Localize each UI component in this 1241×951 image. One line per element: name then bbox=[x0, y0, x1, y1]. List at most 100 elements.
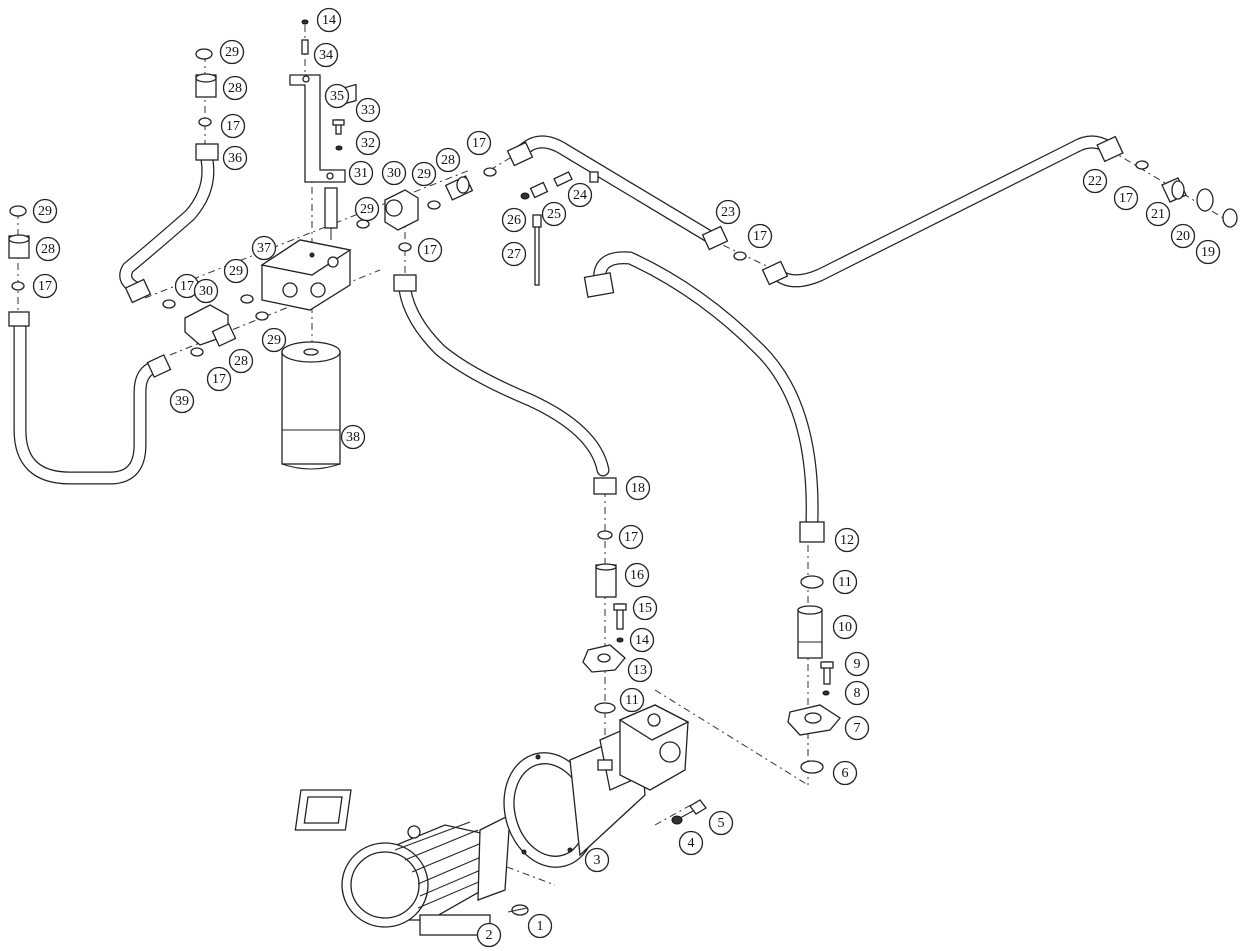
callout-circle bbox=[832, 760, 858, 786]
callout-18: 18 bbox=[625, 475, 651, 501]
nut-hose-18-top bbox=[393, 274, 417, 292]
callout-number: 7 bbox=[854, 721, 861, 736]
callout-circle bbox=[340, 424, 366, 450]
callout-32: 32 bbox=[355, 130, 381, 156]
callout-circle bbox=[222, 145, 248, 171]
callout-number: 34 bbox=[319, 48, 333, 63]
flange-7 bbox=[787, 704, 841, 736]
callout-circle bbox=[220, 113, 246, 139]
callout-29: 29 bbox=[354, 196, 380, 222]
filter-block-37 bbox=[260, 239, 352, 311]
callout-29: 29 bbox=[219, 39, 245, 65]
callout-number: 23 bbox=[721, 205, 735, 220]
callout-8: 8 bbox=[844, 680, 870, 706]
callout-number: 3 bbox=[594, 853, 601, 868]
oring-11b bbox=[800, 575, 824, 589]
oring-group bbox=[9, 48, 1149, 357]
oring-19 bbox=[1222, 208, 1238, 228]
adapter-10 bbox=[797, 605, 823, 659]
callout-24: 24 bbox=[567, 182, 593, 208]
callout-circle bbox=[417, 237, 443, 263]
callout-7: 7 bbox=[844, 715, 870, 741]
hose-left-loop bbox=[13, 311, 167, 485]
callout-14: 14 bbox=[629, 627, 655, 653]
callout-25: 25 bbox=[541, 201, 567, 227]
callout-number: 17 bbox=[180, 279, 194, 294]
callout-number: 1 bbox=[537, 919, 544, 934]
callout-29: 29 bbox=[32, 198, 58, 224]
callout-12: 12 bbox=[834, 527, 860, 553]
callout-number: 30 bbox=[387, 166, 401, 181]
nut-36 bbox=[195, 143, 219, 161]
callout-number: 20 bbox=[1176, 229, 1190, 244]
callout-17: 17 bbox=[466, 130, 492, 156]
callout-circle bbox=[411, 161, 437, 187]
callout-number: 17 bbox=[753, 229, 767, 244]
callout-number: 14 bbox=[635, 633, 649, 648]
callout-circle bbox=[251, 235, 277, 261]
callout-number: 39 bbox=[175, 394, 189, 409]
oring-20 bbox=[1196, 188, 1214, 212]
callout-circle bbox=[193, 278, 219, 304]
callout-circle bbox=[629, 627, 655, 653]
callout-circle bbox=[1082, 168, 1108, 194]
callout-circle bbox=[354, 196, 380, 222]
callout-17: 17 bbox=[618, 524, 644, 550]
callout-37: 37 bbox=[251, 235, 277, 261]
callout-4: 4 bbox=[678, 830, 704, 856]
callout-20: 20 bbox=[1170, 223, 1196, 249]
nut-pipe-22-bottom bbox=[761, 260, 789, 286]
nut-hose-12-top bbox=[583, 272, 615, 298]
callout-30: 30 bbox=[193, 278, 219, 304]
callout-33: 33 bbox=[355, 97, 381, 123]
flange-13 bbox=[582, 644, 626, 673]
callout-11: 11 bbox=[832, 569, 858, 595]
callout-circle bbox=[747, 223, 773, 249]
callout-28: 28 bbox=[35, 236, 61, 262]
callout-circle bbox=[844, 680, 870, 706]
callout-5: 5 bbox=[708, 810, 734, 836]
callout-circle bbox=[541, 201, 567, 227]
callout-35: 35 bbox=[324, 83, 350, 109]
callout-number: 9 bbox=[854, 657, 861, 672]
callout-17: 17 bbox=[220, 113, 246, 139]
callout-circle bbox=[228, 348, 254, 374]
connector-25 bbox=[529, 181, 549, 199]
callout-circle bbox=[1113, 185, 1139, 211]
callout-17: 17 bbox=[206, 366, 232, 392]
callout-number: 38 bbox=[346, 430, 360, 445]
callout-number: 28 bbox=[234, 354, 248, 369]
callout-circle bbox=[32, 273, 58, 299]
washer-4 bbox=[671, 815, 683, 825]
callout-11: 11 bbox=[619, 687, 645, 713]
callout-circle bbox=[624, 562, 650, 588]
callout-15: 15 bbox=[632, 595, 658, 621]
callout-circle bbox=[219, 39, 245, 65]
nut-39 bbox=[146, 354, 172, 378]
nut-pipe-23-top bbox=[506, 141, 534, 167]
callout-10: 10 bbox=[832, 614, 858, 640]
callout-circle bbox=[632, 595, 658, 621]
callout-circle bbox=[381, 160, 407, 186]
callout-circle bbox=[261, 327, 287, 353]
callout-number: 16 bbox=[630, 568, 644, 583]
callout-circle bbox=[501, 207, 527, 233]
callout-number: 27 bbox=[507, 247, 521, 262]
nut-22 bbox=[1096, 135, 1124, 163]
callout-28: 28 bbox=[222, 75, 248, 101]
callout-circle bbox=[708, 810, 734, 836]
callout-circle bbox=[834, 527, 860, 553]
callout-number: 8 bbox=[854, 686, 861, 701]
callout-circle bbox=[567, 182, 593, 208]
callout-number: 32 bbox=[361, 136, 375, 151]
callout-16: 16 bbox=[624, 562, 650, 588]
nut-18 bbox=[593, 477, 617, 495]
callout-number: 19 bbox=[1201, 245, 1215, 260]
callout-number: 6 bbox=[842, 766, 849, 781]
washer-8 bbox=[822, 690, 830, 696]
pipe-22 bbox=[768, 135, 1115, 288]
washer-32 bbox=[335, 145, 343, 151]
callout-circle bbox=[844, 651, 870, 677]
nut-12 bbox=[799, 521, 825, 543]
